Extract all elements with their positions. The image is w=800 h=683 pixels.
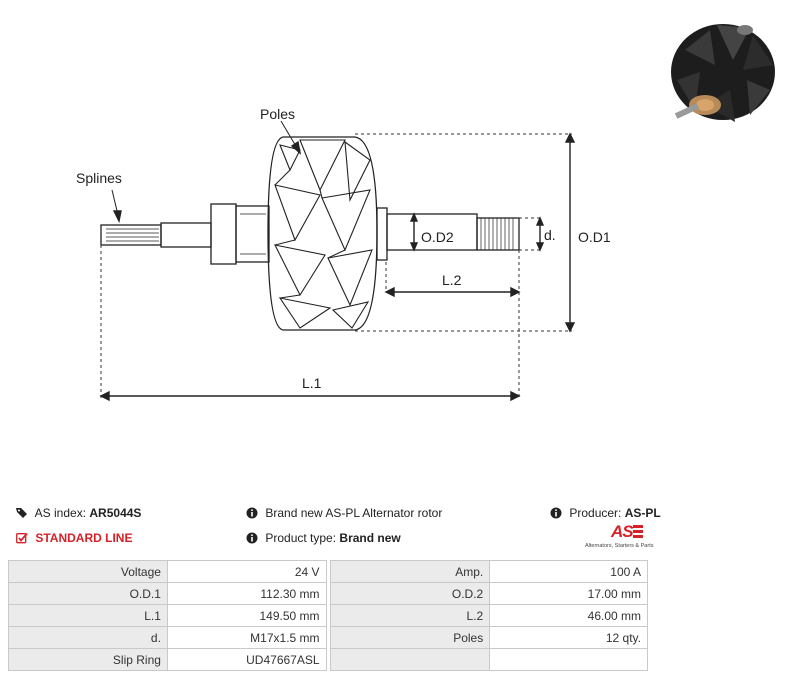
dimension-extension-lines <box>100 133 572 398</box>
spec-label: d. <box>8 626 168 649</box>
shaft <box>160 222 212 248</box>
producer-label: Producer: <box>569 506 622 520</box>
as-index-label: AS index: <box>34 506 87 520</box>
slip-ring-end <box>476 217 520 251</box>
spec-value: 12 qty. <box>489 626 648 649</box>
product-type-value: Brand new <box>339 531 401 545</box>
spec-value: 17.00 mm <box>489 582 648 605</box>
spec-value: 149.50 mm <box>166 604 327 627</box>
spec-value: UD47667ASL <box>166 648 327 671</box>
label-d: d. <box>544 227 556 243</box>
splined-shaft <box>100 224 162 246</box>
spec-label: O.D.1 <box>8 582 168 605</box>
label-l2: L.2 <box>442 272 462 288</box>
product-type-label: Product type: <box>265 531 337 545</box>
info-icon <box>246 532 258 544</box>
claw-poles <box>274 139 373 329</box>
standard-line-label: STANDARD LINE <box>35 531 133 545</box>
producer-value: AS-PL <box>624 506 661 520</box>
front-collar <box>210 203 237 265</box>
rear-hub <box>376 207 388 261</box>
spec-value: 100 A <box>489 560 648 583</box>
rotor-technical-drawing: Poles Splines O.D2 d. O.D1 L.2 L.1 <box>76 106 611 402</box>
label-splines: Splines <box>76 170 122 186</box>
spec-value <box>489 648 648 671</box>
label-poles: Poles <box>260 106 295 122</box>
label-od1: O.D1 <box>578 229 611 245</box>
label-l1: L.1 <box>302 375 322 391</box>
producer: Producer: AS-PL <box>550 506 661 520</box>
product-type: Product type: Brand new <box>246 531 401 545</box>
spec-label: O.D.2 <box>330 582 491 605</box>
as-index-value: AR5044S <box>89 506 142 520</box>
info-icon <box>246 507 258 519</box>
spec-value: 112.30 mm <box>166 582 327 605</box>
logo-tagline: Alternators, Starters & Parts <box>585 543 654 549</box>
spec-label <box>330 648 491 671</box>
checkbox-checked-icon <box>16 532 28 544</box>
spec-value: M17x1.5 mm <box>166 626 327 649</box>
spec-label: Slip Ring <box>8 648 168 671</box>
spec-label: Poles <box>330 626 491 649</box>
as-index: AS index: AR5044S <box>16 506 141 520</box>
dimension-arrows <box>99 120 576 402</box>
spec-label: Amp. <box>330 560 491 583</box>
info-icon <box>550 507 562 519</box>
spec-value: 24 V <box>166 560 327 583</box>
rotor-product-photo <box>671 24 775 122</box>
product-description: Brand new AS-PL Alternator rotor <box>246 506 442 520</box>
front-hub <box>235 205 270 263</box>
spec-label: L.1 <box>8 604 168 627</box>
description-text: Brand new AS-PL Alternator rotor <box>265 506 443 520</box>
tags-icon <box>16 508 27 518</box>
spec-value: 46.00 mm <box>489 604 648 627</box>
logo-text: AS <box>611 522 634 541</box>
standard-line-badge: STANDARD LINE <box>16 531 132 545</box>
rotor-body <box>267 136 378 331</box>
spec-label: Voltage <box>8 560 168 583</box>
as-pl-logo: AS Alternators, Starters & Parts <box>585 522 654 552</box>
spec-label: L.2 <box>330 604 491 627</box>
label-od2: O.D2 <box>421 229 454 245</box>
